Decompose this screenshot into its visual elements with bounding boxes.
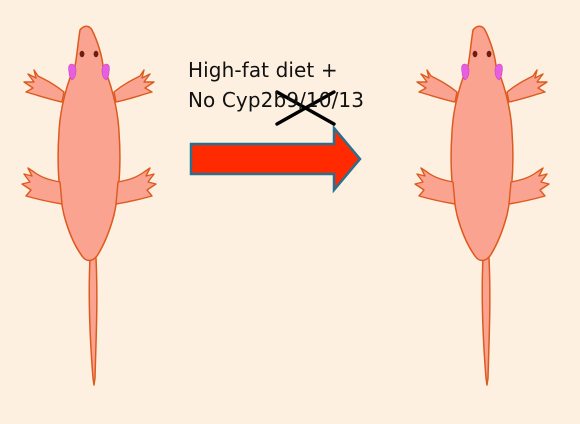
caption-line-diet: High-fat diet + bbox=[188, 58, 338, 82]
cross-out-mark-icon bbox=[275, 90, 336, 126]
caption-line-gene: No Cyp2b9/10/13 bbox=[188, 88, 365, 112]
right-arrow-icon bbox=[189, 124, 362, 194]
mouse-icon bbox=[21, 25, 157, 386]
mouse-icon bbox=[414, 25, 550, 386]
